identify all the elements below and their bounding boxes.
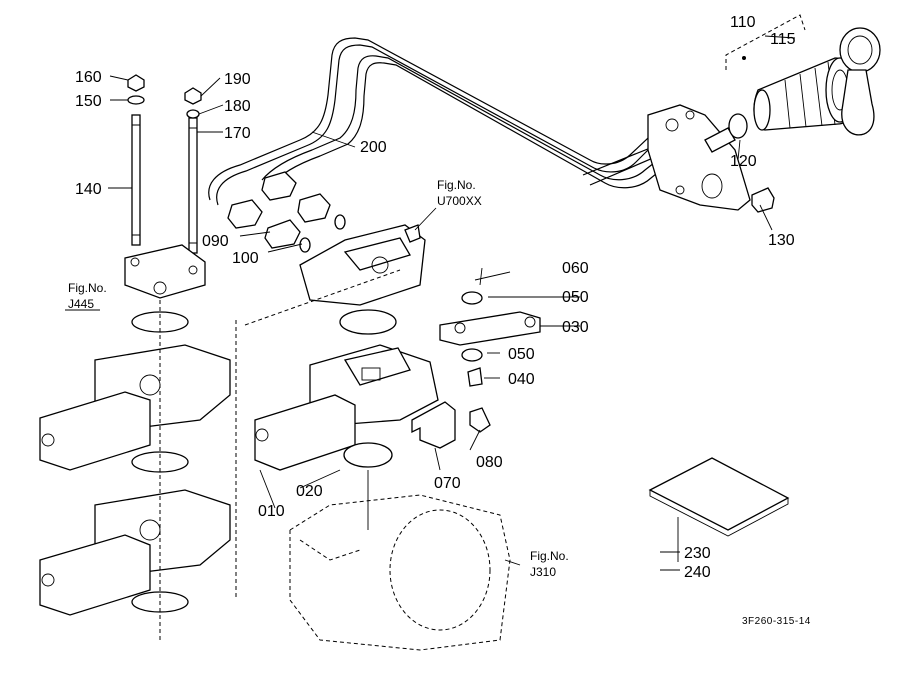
label-200: 200 bbox=[360, 139, 387, 156]
kit-bracket-110 bbox=[725, 14, 806, 70]
label-130: 130 bbox=[768, 232, 795, 249]
label-160: 160 bbox=[75, 69, 102, 86]
cover-plate bbox=[124, 244, 206, 299]
fig-ref-u700xx: Fig.No. U700XX bbox=[437, 178, 482, 208]
fig-ref-j310-code: J310 bbox=[530, 565, 556, 579]
fig-ref-j445: Fig.No. J445 bbox=[68, 281, 107, 311]
diagram-code: 3F260-315-14 bbox=[742, 616, 811, 627]
part-number-labels: 160 150 140 190 180 170 200 110 115 120 … bbox=[75, 14, 796, 581]
fig-ref-j310: Fig.No. J310 bbox=[530, 549, 569, 579]
fig-ref-u700xx-label: Fig.No. bbox=[437, 178, 476, 192]
label-140: 140 bbox=[75, 181, 102, 198]
stud-170 bbox=[188, 117, 198, 254]
washer-150 bbox=[127, 95, 145, 105]
label-170: 170 bbox=[224, 125, 251, 142]
fitting-090d bbox=[297, 193, 331, 223]
label-180: 180 bbox=[224, 98, 251, 115]
label-050-top: 050 bbox=[562, 289, 589, 306]
label-070: 070 bbox=[434, 475, 461, 492]
upper-valve bbox=[244, 224, 426, 326]
plug-080 bbox=[469, 407, 491, 433]
label-040: 040 bbox=[508, 371, 535, 388]
label-100: 100 bbox=[232, 250, 259, 267]
fitting-090b bbox=[261, 171, 297, 201]
nut-160 bbox=[127, 74, 145, 92]
kit-marker-dot bbox=[742, 56, 746, 60]
quick-coupler bbox=[753, 57, 857, 131]
nut-190 bbox=[184, 87, 202, 105]
bracket-070 bbox=[411, 401, 456, 449]
label-120: 120 bbox=[730, 153, 757, 170]
o-ring-120 bbox=[728, 113, 748, 139]
label-230: 230 bbox=[684, 545, 711, 562]
leader-lines bbox=[65, 35, 796, 571]
label-110: 110 bbox=[730, 14, 756, 31]
label-020: 020 bbox=[296, 483, 323, 500]
dust-cap bbox=[839, 27, 881, 136]
o-ring-100b bbox=[299, 237, 311, 253]
fitting-130 bbox=[751, 187, 775, 213]
hydraulic-pipes bbox=[208, 37, 698, 206]
label-050-bottom: 050 bbox=[508, 346, 535, 363]
label-240: 240 bbox=[684, 564, 711, 581]
stud-140 bbox=[131, 114, 141, 246]
transmission-housing bbox=[289, 494, 511, 651]
label-080: 080 bbox=[476, 454, 503, 471]
label-150: 150 bbox=[75, 93, 102, 110]
fig-ref-j310-label: Fig.No. bbox=[530, 549, 569, 563]
washer-180 bbox=[186, 109, 200, 119]
fitting-090c bbox=[264, 219, 301, 249]
pipe-bracket bbox=[647, 104, 751, 211]
main-valve-body bbox=[254, 309, 439, 530]
label-010: 010 bbox=[258, 503, 285, 520]
label-090: 090 bbox=[202, 233, 229, 250]
owner-manual bbox=[648, 457, 790, 562]
label-060: 060 bbox=[562, 260, 589, 277]
left-valve-stack bbox=[39, 300, 237, 640]
fig-ref-j445-label: Fig.No. bbox=[68, 281, 107, 295]
o-ring-100a bbox=[334, 214, 346, 230]
lever-assembly bbox=[439, 271, 541, 387]
fig-ref-j445-code: J445 bbox=[68, 297, 94, 311]
label-030: 030 bbox=[562, 319, 589, 336]
fig-ref-u700xx-code: U700XX bbox=[437, 194, 482, 208]
label-190: 190 bbox=[224, 71, 251, 88]
label-115: 115 bbox=[770, 31, 796, 48]
fitting-090a bbox=[227, 199, 263, 229]
